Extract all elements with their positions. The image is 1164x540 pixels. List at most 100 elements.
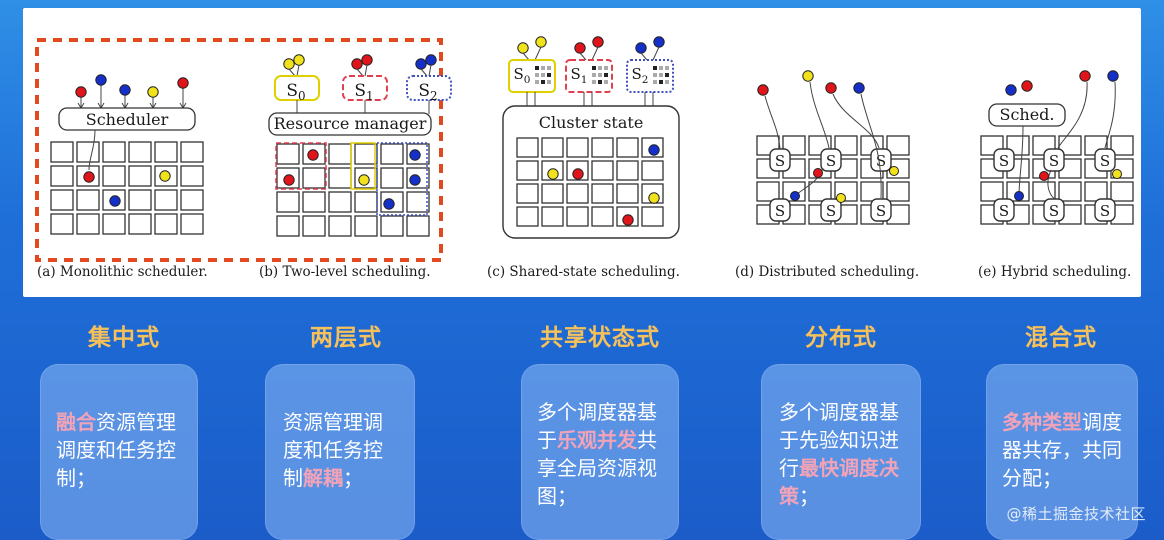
grid-cell [541, 206, 564, 227]
body-text: 调度器共存，共同分配； [1002, 410, 1122, 490]
scheduler-node [820, 148, 842, 172]
caption-d: (d) Distributed scheduling. [735, 264, 919, 280]
scheduler-node [1094, 148, 1116, 172]
card-shared-state: 多个调度器基于乐观并发共享全局资源视图； [521, 364, 679, 540]
arrow-line [1057, 81, 1088, 149]
body-text: 共享全局资源视图； [537, 428, 657, 508]
grid-cell [591, 137, 614, 158]
grid-cell [276, 215, 300, 237]
sched-label: Sched. [999, 105, 1054, 124]
grid-cell [328, 215, 352, 237]
arrow-line [832, 93, 880, 149]
grid-cell [616, 137, 639, 158]
mini-state-cell [604, 73, 608, 77]
scheduler-subscript: 1 [366, 89, 374, 103]
grid-cell [886, 135, 910, 156]
mini-state-cell [653, 66, 657, 70]
arrow-line [364, 64, 368, 77]
scheduler-box [342, 75, 388, 101]
grid-cell [102, 141, 126, 163]
scheduler-node-label: S [775, 202, 785, 220]
scheduler-node [769, 198, 791, 222]
grid-cell [516, 206, 539, 227]
task-dot [790, 191, 800, 201]
resource-manager-label: Resource manager [274, 114, 427, 133]
task-dot [147, 86, 159, 98]
arrow-line [1018, 125, 1024, 197]
section-title-shared-state: 共享状态式 [540, 325, 660, 351]
grid-cell [566, 137, 589, 158]
mini-state-cell [598, 73, 602, 77]
arrow-line [1047, 169, 1055, 199]
task-dot [635, 42, 647, 54]
card-text: 融合资源管理调度和任务控制； [56, 408, 184, 492]
task-dot [813, 168, 823, 178]
grid-cell [276, 191, 300, 213]
grid-cell [980, 181, 1004, 202]
allocation-box [376, 142, 428, 216]
mini-state-cell [665, 66, 669, 70]
mini-state-cell [535, 66, 539, 70]
grid-cell [641, 160, 664, 181]
grid-cell [76, 213, 100, 235]
scheduler-node [870, 148, 892, 172]
grid-cell [1110, 135, 1134, 156]
scheduler-node [993, 198, 1015, 222]
task-dot [535, 36, 547, 48]
grid-cell [380, 215, 404, 237]
task-dot [358, 174, 370, 186]
grid-cell [302, 215, 326, 237]
mini-state-cell [598, 80, 602, 84]
arrow-line [809, 81, 830, 149]
mini-state-cell [592, 66, 596, 70]
mini-state-cell [547, 80, 551, 84]
task-dot [307, 149, 319, 161]
task-dot [409, 174, 421, 186]
scheduler-subscript: 2 [430, 89, 438, 103]
grid-cell [180, 141, 204, 163]
mini-state-cell [535, 73, 539, 77]
grid-cell [154, 141, 178, 163]
scheduler-label: Scheduler [86, 110, 169, 129]
task-dot [361, 54, 373, 66]
grid-cell [616, 183, 639, 204]
grid-cell [1058, 181, 1082, 202]
scheduler-node-label: S [826, 152, 836, 170]
grid-cell [808, 181, 832, 202]
mini-state-cell [541, 73, 545, 77]
grid-cell [128, 165, 152, 187]
arrow-line [640, 52, 648, 61]
scheduler-label: S0 [514, 65, 531, 86]
card-centralized: 融合资源管理调度和任务控制； [40, 364, 198, 540]
arrow-line [88, 129, 96, 171]
task-dot [409, 149, 421, 161]
task-dot [622, 214, 634, 226]
mini-state-cell [604, 80, 608, 84]
grid-cell [641, 206, 664, 227]
grid-cell [541, 137, 564, 158]
scheduler-letter: S [418, 81, 430, 101]
grid-cell [616, 160, 639, 181]
scheduler-box [406, 75, 452, 101]
task-dot [159, 170, 171, 182]
grid-cell [50, 213, 74, 235]
scheduler-node-label: S [999, 152, 1009, 170]
grid-cell [102, 213, 126, 235]
section-title-centralized: 集中式 [88, 325, 160, 351]
grid-cell [516, 183, 539, 204]
grid-cell [50, 189, 74, 211]
task-dot [574, 42, 586, 54]
task-dot [889, 166, 899, 176]
task-dot [1039, 171, 1049, 181]
mini-state-cell [541, 80, 545, 84]
task-dot [177, 77, 189, 89]
grid-cell [180, 213, 204, 235]
arrow-line [1104, 81, 1116, 149]
arrow-line [860, 93, 882, 199]
scheduler-subscript: 0 [524, 74, 531, 86]
scheduler-label: S1 [571, 65, 588, 86]
arrow-line [591, 46, 599, 61]
